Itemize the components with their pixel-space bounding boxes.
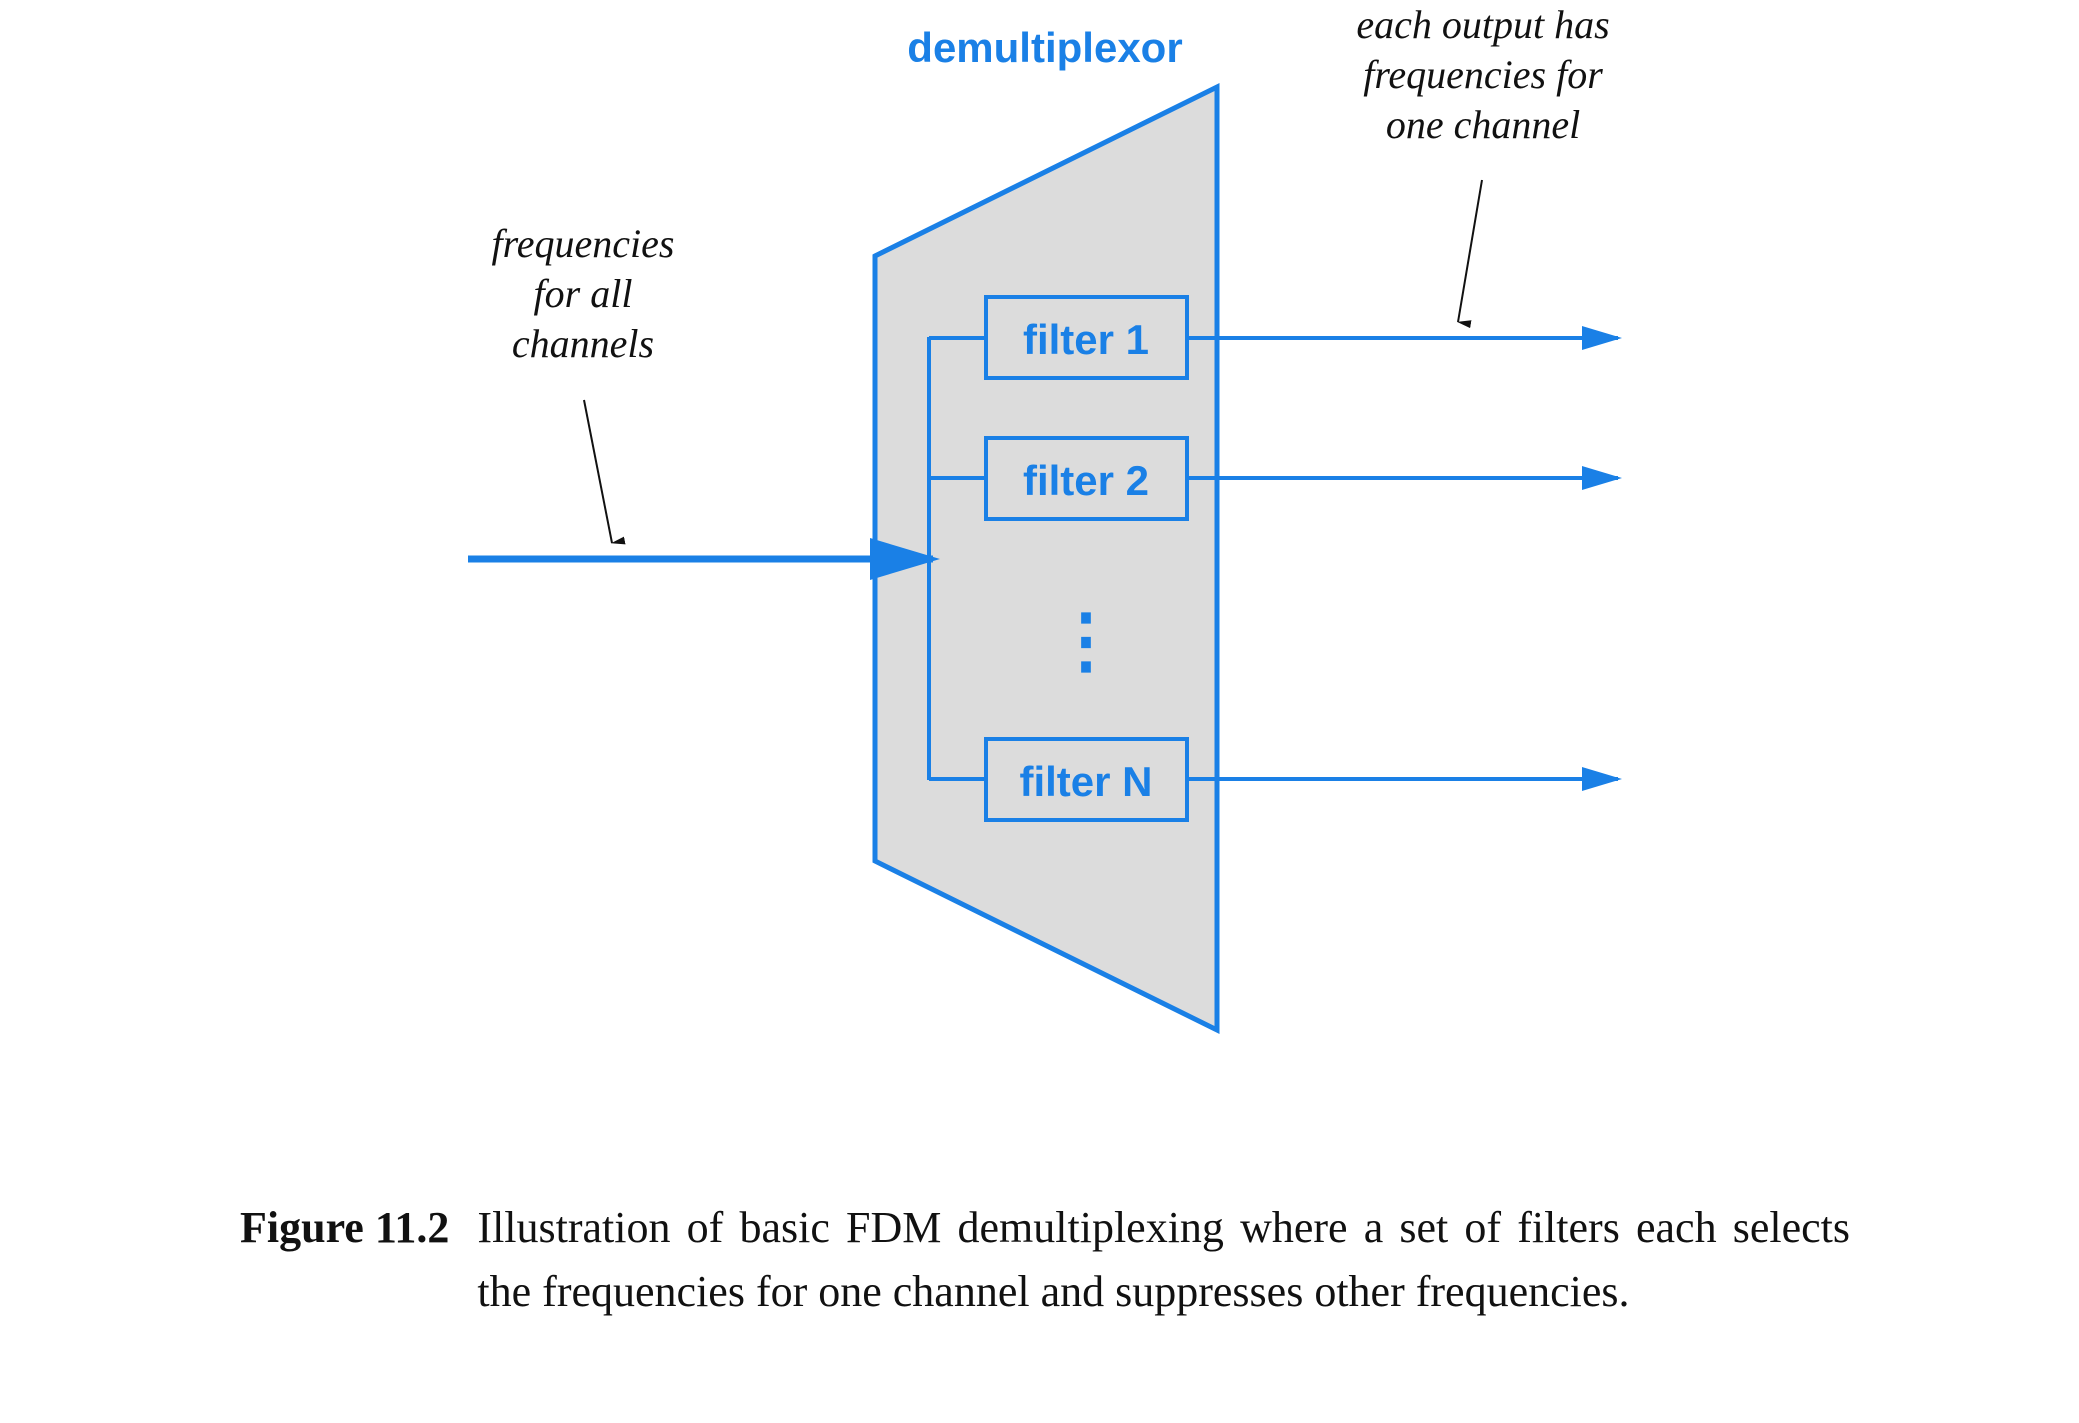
- figure-caption: Figure 11.2 Illustration of basic FDM de…: [240, 1196, 1850, 1324]
- filter-ellipsis: ⋮: [1050, 601, 1122, 681]
- output-note-arrow: [1457, 179, 1483, 329]
- filter-n-block: filter N: [984, 737, 1189, 822]
- input-note-line-3: channels: [512, 321, 654, 366]
- input-note-line-1: frequencies: [492, 221, 675, 266]
- output-annotation: each output has frequencies for one chan…: [1356, 2, 1610, 329]
- figure-caption-text: Illustration of basic FDM demultiplexing…: [477, 1203, 1850, 1316]
- input-annotation: frequencies for all channels: [492, 221, 675, 545]
- input-note-line-2: for all: [534, 271, 633, 316]
- figure-label: Figure 11.2: [240, 1203, 450, 1252]
- output-note-line-1: each output has: [1356, 2, 1609, 47]
- input-note-arrow: [583, 399, 626, 545]
- filter-2-label: filter 2: [1023, 457, 1149, 504]
- filter-1-box: [984, 295, 1189, 380]
- output-note-line-2: frequencies for: [1363, 52, 1603, 97]
- filter-1-block: filter 1: [984, 295, 1189, 380]
- filter-2-block: filter 2: [984, 436, 1189, 521]
- demultiplexor-label: demultiplexor: [907, 24, 1182, 71]
- filter-1-label: filter 1: [1023, 316, 1149, 363]
- filter-n-label: filter N: [1019, 758, 1152, 805]
- output-note-line-3: one channel: [1386, 102, 1580, 147]
